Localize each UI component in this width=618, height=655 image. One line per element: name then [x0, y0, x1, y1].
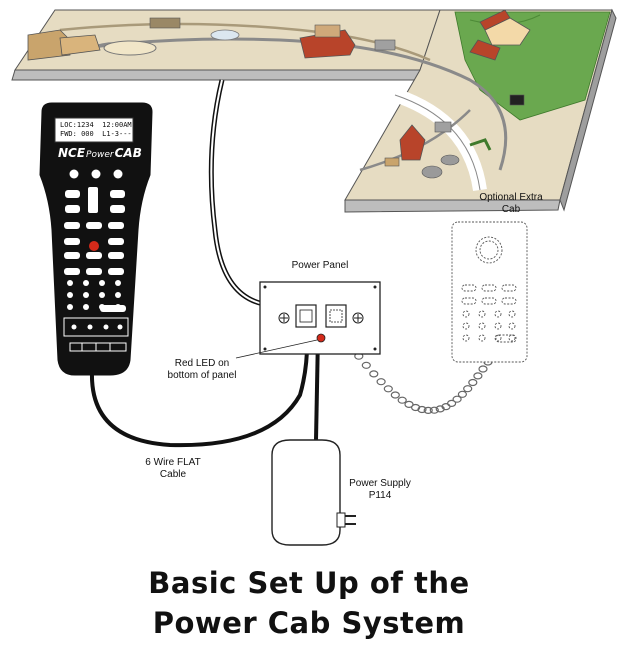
- plus-icon: [278, 312, 290, 324]
- optional-extra-cab: [451, 221, 528, 363]
- flat-cable: [89, 319, 310, 448]
- extra-cab-key: [494, 334, 502, 342]
- handheld-keypad-key: [67, 292, 73, 298]
- handheld-button: [86, 252, 102, 259]
- handheld-button: [108, 238, 124, 245]
- handheld-keypad-key: [83, 280, 89, 286]
- power-cab-handheld: [39, 102, 153, 376]
- handheld-button: [108, 252, 124, 259]
- power-panel-label: Power Panel: [291, 260, 349, 271]
- handheld-button: [86, 268, 102, 275]
- power-supply: [271, 439, 356, 546]
- handheld-button: [65, 205, 80, 213]
- handheld-button: [110, 205, 125, 213]
- optional-extra-cab-label: Optional Extra Cab: [479, 192, 543, 215]
- handheld-buttons: [63, 169, 129, 352]
- handheld-button: [110, 190, 125, 198]
- extra-cab-key: [478, 334, 486, 342]
- extra-cab-key: [508, 310, 516, 318]
- handheld-keypad-key: [67, 280, 73, 286]
- extra-cab-key: [462, 310, 470, 318]
- layout-buildings-left: [27, 17, 396, 61]
- cab-jack-left: [295, 304, 317, 328]
- extra-cab-key: [494, 310, 502, 318]
- handheld-keypad-key: [115, 292, 121, 298]
- handheld-bottom-bar: [69, 342, 127, 352]
- plus-icon: [352, 312, 364, 324]
- handheld-button: [64, 252, 80, 259]
- handheld-keypad-key: [83, 292, 89, 298]
- extra-cab-key: [508, 322, 516, 330]
- extra-cab-key: [462, 322, 470, 330]
- brand-cab: CAB: [114, 146, 142, 160]
- handheld-button: [64, 222, 80, 229]
- handheld-round-button: [113, 169, 123, 179]
- extra-cab-key: [494, 322, 502, 330]
- handheld-function-key: [103, 324, 109, 330]
- handheld-keypad-key: [99, 292, 105, 298]
- model-railroad-layout: [11, 8, 617, 213]
- extra-cab-button: [501, 297, 517, 305]
- handheld-button: [100, 305, 126, 312]
- extra-cab-button: [495, 334, 517, 343]
- extra-cab-button: [461, 284, 477, 292]
- title-line-2: Power Cab System: [152, 606, 466, 640]
- handheld-keypad-key: [83, 304, 89, 310]
- handheld-button: [108, 222, 124, 229]
- track-wires: [208, 79, 271, 308]
- handheld-function-key: [87, 324, 93, 330]
- handheld-center-button: [88, 187, 98, 213]
- layout-buildings-right: [384, 9, 531, 179]
- handheld-brand: NCEPowerCAB: [58, 146, 142, 160]
- handheld-button: [108, 268, 124, 275]
- handheld-red-button: [89, 241, 99, 251]
- lcd-line-1: LOC:1234 12:00AM: [60, 121, 132, 129]
- handheld-key-frame: [63, 317, 129, 337]
- lcd-line-2: FWD: 000 L1-3---: [60, 130, 132, 138]
- handheld-keypad-key: [115, 280, 121, 286]
- brand-script: Power: [86, 150, 114, 160]
- handheld-function-key: [117, 324, 123, 330]
- extra-cab-key: [508, 334, 516, 342]
- handheld-button: [86, 222, 102, 229]
- handheld-function-key: [71, 324, 77, 330]
- handheld-round-button: [91, 169, 101, 179]
- led-pointer-line: [235, 339, 318, 359]
- handheld-button: [64, 238, 80, 245]
- extra-cab-button: [481, 284, 497, 292]
- power-supply-label: Power Supply P114: [349, 478, 411, 501]
- red-led: [316, 333, 326, 343]
- brand-nce: NCE: [58, 146, 86, 160]
- extra-cab-button: [461, 297, 477, 305]
- title-line-1: Basic Set Up of the: [148, 566, 470, 600]
- handheld-button: [65, 190, 80, 198]
- handheld-lcd: [54, 117, 134, 143]
- flat-cable-label: 6 Wire FLAT Cable: [145, 457, 201, 480]
- extra-cab-button: [481, 297, 497, 305]
- handheld-keypad-key: [67, 304, 73, 310]
- extra-cab-key: [478, 322, 486, 330]
- handheld-keypad-key: [99, 280, 105, 286]
- cab-jack-right: [325, 304, 347, 328]
- extra-cab-key: [478, 310, 486, 318]
- extra-cab-button: [501, 284, 517, 292]
- handheld-round-button: [69, 169, 79, 179]
- handheld-button: [64, 268, 80, 275]
- red-led-label: Red LED on bottom of panel: [167, 358, 237, 381]
- extra-cab-key: [462, 334, 470, 342]
- power-panel: [259, 281, 381, 355]
